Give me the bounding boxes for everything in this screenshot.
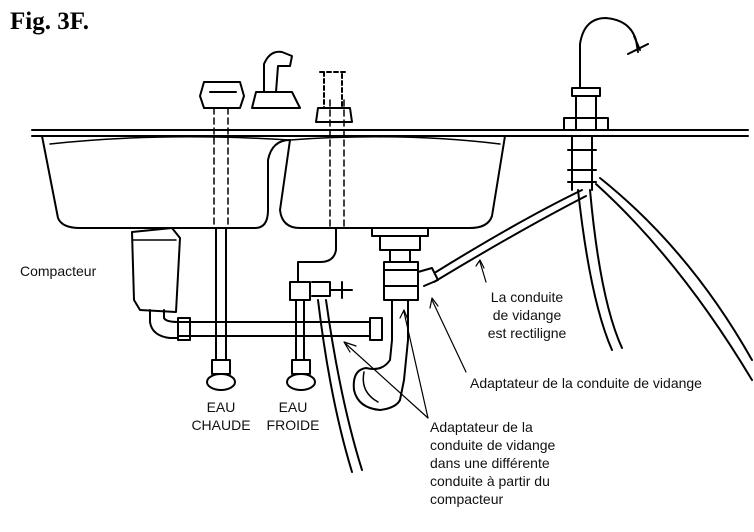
compactor-elbow — [149, 309, 179, 339]
p-trap — [352, 339, 409, 411]
cold-valve — [291, 359, 311, 375]
label-cold-water-line2: FROIDE — [266, 417, 320, 433]
label-cold-water: EAU FROIDE — [262, 398, 324, 434]
label-drain-adapter: Adaptateur de la conduite de vidange — [470, 375, 702, 391]
ro-shank — [567, 135, 597, 191]
label-straight-drain-line3: est rectiligne — [487, 325, 567, 341]
label-alt-line4: conduite à partir du — [430, 473, 550, 489]
hot-valve-handle — [206, 373, 236, 391]
alt-drain-tubing — [317, 299, 363, 473]
figure-title: Fig. 3F. — [10, 8, 89, 35]
supply-tubing — [577, 189, 623, 351]
drain-tubing — [433, 189, 587, 283]
sink-basin-left — [41, 135, 291, 229]
leader-adapter — [431, 299, 467, 373]
drain-body — [371, 227, 429, 263]
leader-alt-2 — [403, 311, 429, 419]
drain-adapter-body — [383, 261, 419, 301]
cold-handle — [319, 71, 347, 109]
saddle-valve — [311, 281, 353, 299]
label-drain-adapter-other: Adaptateur de la conduite de vidange dan… — [430, 418, 555, 508]
label-cold-water-line1: EAU — [278, 399, 308, 415]
label-alt-line5: compacteur — [430, 491, 504, 507]
sink-rim — [49, 136, 501, 145]
cold-supply-pipe — [289, 227, 337, 361]
label-straight-drain-line2: de vidange — [492, 307, 562, 323]
drain-adapter-port — [417, 267, 439, 287]
label-alt-line2: conduite de vidange — [430, 437, 556, 453]
leader-alt-1 — [345, 343, 429, 419]
hot-supply-pipe — [215, 227, 227, 361]
compactor-unit — [131, 227, 181, 313]
countertop — [31, 129, 749, 137]
label-alt-line1: Adaptateur de la — [430, 419, 533, 435]
ro-faucet — [571, 17, 649, 131]
disposal-drain-pipe — [177, 321, 371, 337]
sink-basin-right — [279, 135, 506, 229]
hot-supply-dashed — [213, 107, 229, 229]
leader-straight — [479, 261, 487, 283]
cold-valve-handle — [286, 373, 316, 391]
hot-valve — [211, 359, 231, 375]
label-hot-water: EAU CHAUDE — [184, 398, 258, 434]
cold-supply-dashed — [329, 99, 345, 229]
label-hot-water-line2: CHAUDE — [191, 417, 251, 433]
main-faucet — [251, 50, 301, 109]
label-compactor: Compacteur — [20, 263, 97, 279]
label-alt-line3: dans une différente — [430, 455, 550, 471]
hot-handle — [199, 81, 245, 109]
label-straight-drain: La conduite de vidange est rectiligne — [472, 288, 582, 342]
label-hot-water-line1: EAU — [206, 399, 236, 415]
label-straight-drain-line1: La conduite — [490, 289, 564, 305]
supply-tubing-long — [595, 177, 753, 381]
